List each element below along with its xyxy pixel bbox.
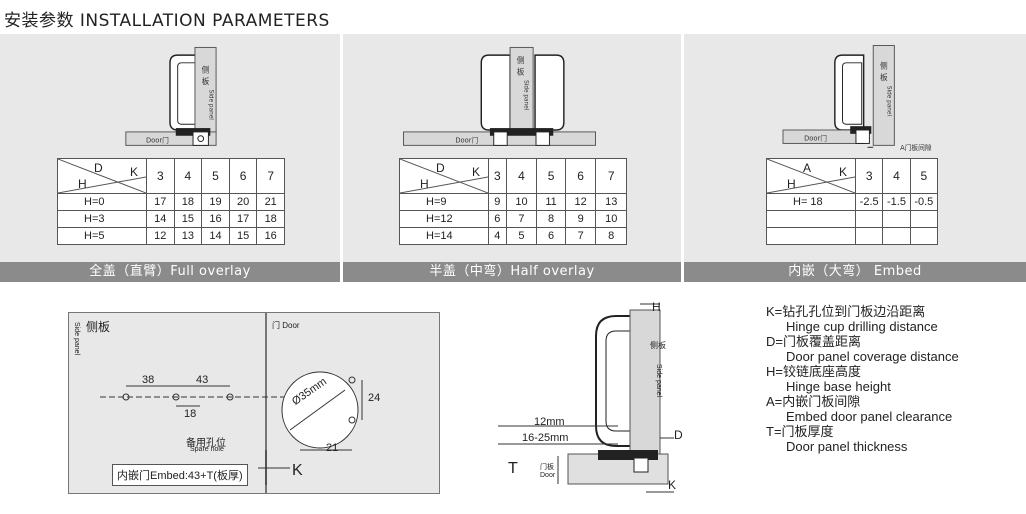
k-label: K bbox=[292, 462, 303, 479]
side-panel-label: 侧 bbox=[202, 64, 210, 74]
hinge-diagram-embed: 侧 板 Side panel Door门 A门板间隙 bbox=[782, 45, 932, 152]
panel-label-full-overlay: 全盖（直臂）Full overlay bbox=[0, 262, 340, 282]
page-title: 安装参数 INSTALLATION PARAMETERS bbox=[4, 11, 330, 31]
svg-text:Door门: Door门 bbox=[455, 135, 478, 144]
spare-hole-cn: 备用孔位 bbox=[186, 438, 226, 449]
svg-text:Door门: Door门 bbox=[146, 135, 169, 144]
svg-text:Side panel: Side panel bbox=[522, 80, 528, 111]
table-row: H= 18-2.5-1.5-0.5 bbox=[766, 193, 939, 211]
door-cn: 门板 bbox=[540, 464, 554, 471]
panel-label-half-overlay: 半盖（中弯）Half overlay bbox=[343, 262, 681, 282]
dim-12mm: 12mm bbox=[534, 416, 565, 428]
door-label: 门 Door bbox=[272, 321, 300, 330]
dim-18: 18 bbox=[184, 408, 197, 420]
hinge-diagram-half-overlay: 侧 板 Side panel Door门 bbox=[403, 46, 596, 146]
k-label-section: K bbox=[668, 478, 677, 492]
dim-21: 21 bbox=[326, 442, 339, 454]
side-cn: 侧板 bbox=[650, 341, 666, 350]
side-panel-cn-label: 侧板 bbox=[86, 320, 111, 334]
embed-formula: 内嵌门Embed:43+T(板厚) bbox=[112, 464, 248, 486]
svg-text:Side panel: Side panel bbox=[886, 86, 892, 117]
dim-38: 38 bbox=[142, 374, 155, 386]
svg-text:板: 板 bbox=[202, 76, 210, 86]
d-label: D bbox=[674, 428, 683, 442]
door-en: Door bbox=[540, 472, 556, 479]
dim-24: 24 bbox=[368, 392, 381, 404]
svg-text:Door门: Door门 bbox=[804, 134, 827, 143]
dim-43: 43 bbox=[196, 374, 209, 386]
table-row bbox=[766, 227, 939, 245]
table-row bbox=[766, 210, 939, 228]
svg-text:板: 板 bbox=[880, 72, 888, 82]
svg-text:板: 板 bbox=[517, 66, 525, 76]
svg-text:侧: 侧 bbox=[880, 61, 888, 71]
panel-label-embed: 内嵌（大弯） Embed bbox=[684, 262, 1026, 282]
side-panel-drilling-box bbox=[68, 312, 266, 494]
h-label: H bbox=[652, 300, 661, 314]
svg-text:Side panel: Side panel bbox=[207, 90, 213, 121]
legend: K=钻孔孔位到门板边沿距离 Hinge cup drilling distanc… bbox=[766, 304, 959, 454]
svg-text:侧: 侧 bbox=[517, 55, 525, 65]
spare-hole-en: Spare hole bbox=[190, 446, 224, 453]
dim-16-25mm: 16-25mm bbox=[522, 432, 569, 444]
drilling-drawing bbox=[100, 371, 363, 485]
t-label: T bbox=[508, 460, 518, 477]
side-en: Side panel bbox=[655, 364, 662, 398]
hinge-diagram-full-overlay: 侧 板 Side panel Door门 bbox=[125, 46, 217, 146]
hinge-section-drawing bbox=[498, 303, 674, 493]
svg-text:A门板间隙: A门板间隙 bbox=[900, 143, 932, 152]
